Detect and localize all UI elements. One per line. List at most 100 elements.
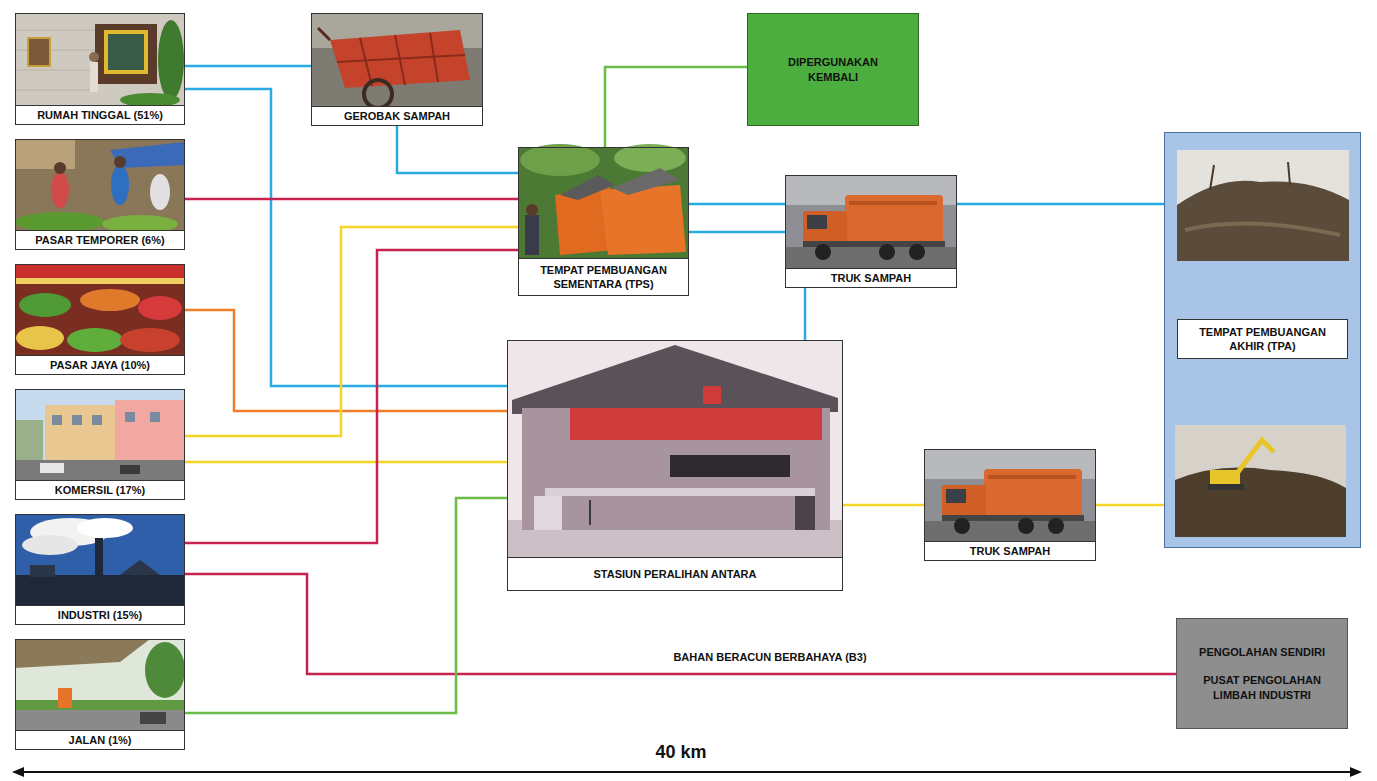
- caption-text: TRUK SAMPAH: [831, 271, 911, 285]
- market-photo-part: [138, 296, 182, 320]
- commercial-photo-part: [115, 400, 185, 460]
- caption-text: PASAR TEMPORER (6%): [35, 233, 164, 247]
- tps-photo-part: [560, 175, 615, 200]
- industry-photo: [15, 514, 185, 609]
- tpa-panel-ground-part: [1177, 181, 1349, 261]
- box-text: DIPERGUNAKAN KEMBALI: [776, 55, 891, 84]
- street-market-photo-part: [114, 156, 126, 168]
- box-text: TEMPAT PEMBUANGAN AKHIR (TPA): [1196, 325, 1329, 354]
- street-market-photo-part: [111, 165, 129, 205]
- caption-text: KOMERSIL (17%): [55, 483, 145, 497]
- connector: [185, 198, 518, 201]
- reuse-box: DIPERGUNAKAN KEMBALI: [747, 13, 919, 126]
- tps-photo-part: [525, 215, 539, 255]
- commercial-photo-part: [52, 415, 62, 425]
- house-photo-part: [90, 62, 98, 92]
- connector: [185, 461, 507, 464]
- road-photo-part: [140, 712, 166, 724]
- cart-photo-part: [360, 38, 372, 86]
- distance-arrow-part: [22, 771, 1352, 773]
- connector: [185, 310, 507, 411]
- road-photo-part: [15, 639, 185, 734]
- truck-photo-box: TRUK SAMPAH: [924, 449, 1096, 561]
- house-photo-part: [28, 38, 50, 66]
- house-photo: [15, 13, 185, 108]
- tpa-panel-ground-part: [1177, 150, 1349, 261]
- connector: [185, 498, 507, 713]
- cart-photo-part: [364, 80, 392, 108]
- caption-text: GEROBAK SAMPAH: [344, 109, 450, 123]
- market-photo-part: [19, 293, 71, 317]
- transfer-station-photo: [507, 340, 843, 558]
- caption-text: PASAR JAYA (10%): [50, 358, 150, 372]
- connector: [185, 227, 518, 436]
- commercial-photo-part: [40, 463, 64, 473]
- street-market-photo-part: [54, 162, 66, 174]
- transfer-station-photo-part: [507, 340, 843, 558]
- tps-photo-part: [600, 185, 686, 255]
- house-photo-part: [15, 13, 185, 108]
- tpa-panel-ground: [1164, 132, 1361, 548]
- source-photo-box: PASAR JAYA (10%): [15, 264, 185, 375]
- tps-photo: [518, 144, 689, 259]
- transfer-station-photo-part: [703, 386, 721, 404]
- illustration-part: [924, 449, 1096, 545]
- commercial-photo-part: [92, 415, 102, 425]
- cart-photo-part: [395, 35, 405, 85]
- market-photo-part: [15, 264, 185, 359]
- cart-photo-part: [318, 28, 330, 40]
- house-photo-part: [158, 20, 184, 100]
- road-photo-part: [15, 700, 185, 710]
- photo-caption: PASAR TEMPORER (6%): [16, 230, 184, 249]
- transfer-station-photo-part: [534, 496, 562, 530]
- illustration-part: [785, 175, 957, 271]
- connector: [957, 203, 1164, 206]
- street-market-photo-part: [150, 174, 170, 210]
- transfer-station-photo-part: [795, 496, 815, 530]
- photo-caption: INDUSTRI (15%): [16, 605, 184, 624]
- dimension-label: 40 km: [655, 742, 706, 763]
- commercial-photo-part: [72, 415, 82, 425]
- caption-text: TEMPAT PEMBUANGAN SEMENTARA (TPS): [537, 263, 670, 292]
- house-photo-part: [15, 30, 95, 31]
- market-photo-part: [15, 264, 185, 278]
- industry-photo-part: [95, 538, 103, 578]
- cart-photo-part: [330, 30, 470, 88]
- photo-caption: PASAR JAYA (10%): [16, 355, 184, 374]
- commercial-photo-part: [120, 465, 140, 474]
- connector: [689, 231, 785, 234]
- market-photo-part: [120, 328, 180, 352]
- connector: [804, 288, 807, 340]
- market-photo-part: [16, 326, 64, 350]
- photo-caption: STASIUN PERALIHAN ANTARA: [508, 557, 842, 590]
- house-photo-part: [15, 90, 95, 91]
- road-photo-part: [145, 642, 185, 698]
- commercial-photo-part: [150, 412, 160, 422]
- caption-text: STASIUN PERALIHAN ANTARA: [594, 567, 757, 581]
- photo-caption: RUMAH TINGGAL (51%): [16, 105, 184, 124]
- tpa-panel-ground-part: [1210, 470, 1240, 484]
- commercial-photo-part: [15, 389, 185, 484]
- connector: [185, 65, 311, 68]
- industry-photo-part: [15, 514, 185, 609]
- connector: [843, 504, 924, 507]
- truck-photo-box: TRUK SAMPAH: [785, 175, 957, 288]
- tpa-panel-ground-part: [1175, 468, 1346, 537]
- transfer-station-photo-part: [512, 345, 838, 414]
- source-photo-box: PASAR TEMPORER (6%): [15, 139, 185, 250]
- tps-photo-part: [520, 144, 600, 176]
- tpa-panel-ground-part: [1208, 484, 1244, 490]
- tps-photo-box: TEMPAT PEMBUANGAN SEMENTARA (TPS): [518, 147, 689, 296]
- distance-arrow-part: [12, 767, 24, 777]
- cart-photo: [311, 13, 483, 113]
- commercial-photo-part: [45, 405, 115, 460]
- transfer-station-photo-part: [670, 455, 790, 477]
- road-photo-part: [58, 688, 72, 708]
- house-photo-part: [95, 24, 157, 84]
- edge-label: BAHAN BERACUN BERBAHAYA (B3): [671, 651, 868, 663]
- tpa-panel-ground-part: [1185, 224, 1340, 235]
- tpa-panel-ground-part: [1238, 440, 1274, 472]
- transfer-station-photo-part: [545, 488, 815, 496]
